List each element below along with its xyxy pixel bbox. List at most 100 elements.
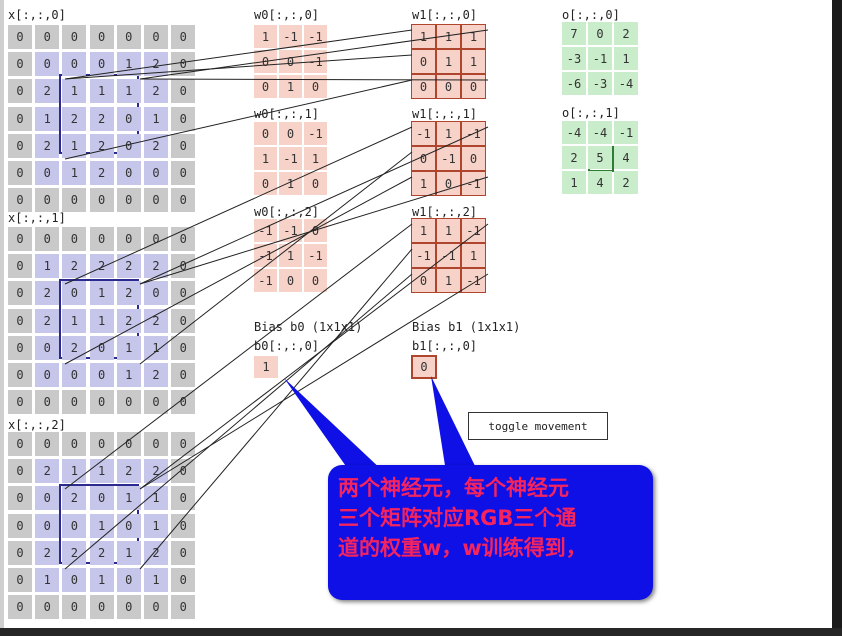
input-cell: 1 [116, 540, 141, 565]
input-cell: 0 [8, 281, 32, 306]
input-cell: 0 [171, 486, 196, 511]
callout-line-2: 三个矩阵对应RGB三个通 [338, 506, 577, 530]
input-cell: 0 [62, 432, 87, 456]
input-cell: 2 [116, 254, 141, 279]
input-cell: 0 [62, 52, 87, 77]
input-cell: 0 [171, 25, 196, 49]
input-cell: 0 [89, 363, 114, 387]
input-cell: 1 [89, 308, 114, 333]
weight-cell: -1 [304, 50, 327, 73]
input-cell: 2 [144, 540, 168, 565]
input-cell: 0 [35, 363, 60, 387]
input-cell: 0 [144, 188, 168, 213]
input-cell: 0 [62, 568, 87, 592]
input-cell: 0 [171, 188, 196, 213]
output-cell: -4 [588, 121, 612, 144]
input-cell: 0 [8, 227, 32, 251]
input-cell: 1 [62, 133, 87, 158]
output-cell: 2 [614, 171, 638, 194]
input-cell: 0 [8, 52, 32, 77]
weight-cell: 0 [462, 75, 485, 98]
input-cell: 1 [116, 79, 141, 104]
input-cell: 0 [62, 188, 87, 213]
w1-1-label: w1[:,:,1] [412, 107, 478, 121]
weight-cell: -1 [437, 244, 460, 267]
input-cell: 0 [144, 227, 168, 251]
input-cell: 2 [144, 308, 168, 333]
input-cell: 2 [35, 281, 60, 306]
input-cell: 1 [62, 308, 87, 333]
input-cell: 0 [35, 188, 60, 213]
input-cell: 0 [171, 335, 196, 360]
input-cell: 0 [89, 52, 114, 77]
weight-cell: 1 [462, 244, 485, 267]
input-cell: 1 [116, 363, 141, 387]
weight-cell: -1 [279, 25, 302, 48]
w1-0-label: w1[:,:,0] [412, 8, 478, 22]
weight-cell: 0 [304, 75, 327, 98]
input-cell: 0 [62, 227, 87, 251]
input-cell: 0 [8, 161, 32, 185]
output-cell: 2 [614, 22, 638, 45]
weight-cell: 1 [462, 50, 485, 73]
input-cell: 0 [8, 188, 32, 213]
input-cell: 0 [62, 595, 87, 620]
input-cell: 0 [144, 281, 168, 306]
left-edge-bar [0, 0, 4, 628]
weight-cell: 1 [279, 75, 302, 98]
weight-cell: 1 [412, 219, 435, 242]
o1-label: o[:,:,1] [562, 106, 620, 120]
input-cell: 0 [8, 79, 32, 104]
weight-cell: -1 [279, 147, 302, 170]
input-cell: 0 [116, 161, 141, 185]
input-cell: 1 [62, 79, 87, 104]
input-cell: 1 [89, 568, 114, 592]
input-cell: 0 [35, 52, 60, 77]
input-cell: 1 [116, 335, 141, 360]
input-cell: 0 [8, 390, 32, 415]
input-cell: 0 [8, 459, 32, 484]
input-cell: 0 [89, 390, 114, 415]
weight-cell: 1 [279, 172, 302, 195]
callout-line-3: 道的权重w，w训练得到， [338, 536, 587, 560]
weight-cell: 0 [437, 75, 460, 98]
weight-cell: 0 [412, 269, 435, 292]
input-cell: 0 [171, 363, 196, 387]
weight-cell: 0 [254, 172, 277, 195]
input-cell: 1 [89, 281, 114, 306]
input-cell: 1 [144, 335, 168, 360]
output-cell: -6 [562, 72, 586, 95]
weight-cell: -1 [462, 269, 485, 292]
weight-cell: -1 [304, 244, 327, 267]
weight-cell: 0 [412, 75, 435, 98]
input-cell: 0 [8, 363, 32, 387]
input-cell: 2 [62, 540, 87, 565]
weight-cell: 0 [254, 75, 277, 98]
input-cell: 2 [62, 106, 87, 131]
input-cell: 0 [171, 281, 196, 306]
weight-cell: 1 [437, 50, 460, 73]
toggle-movement-button[interactable]: toggle movement [468, 412, 608, 440]
weight-cell: -1 [462, 172, 485, 195]
weight-cell: 1 [437, 219, 460, 242]
input-cell: 1 [62, 161, 87, 185]
input-cell: 1 [144, 568, 168, 592]
input-cell: 0 [144, 595, 168, 620]
output-cell: 1 [614, 47, 638, 70]
input-cell: 0 [116, 25, 141, 49]
bias0-title: Bias b0 (1x1x1) [254, 320, 363, 334]
input-cell: 0 [89, 335, 114, 360]
input-cell: 0 [116, 390, 141, 415]
input-cell: 0 [116, 227, 141, 251]
input-cell: 0 [8, 568, 32, 592]
input-cell: 0 [35, 227, 60, 251]
input-cell: 1 [89, 459, 114, 484]
x0-label: x[:,:,0] [8, 8, 66, 22]
weight-cell: 1 [279, 244, 302, 267]
input-cell: 2 [35, 459, 60, 484]
input-cell: 2 [116, 308, 141, 333]
input-cell: 2 [116, 281, 141, 306]
weight-cell: 0 [412, 147, 435, 170]
output-cell: -4 [562, 121, 586, 144]
